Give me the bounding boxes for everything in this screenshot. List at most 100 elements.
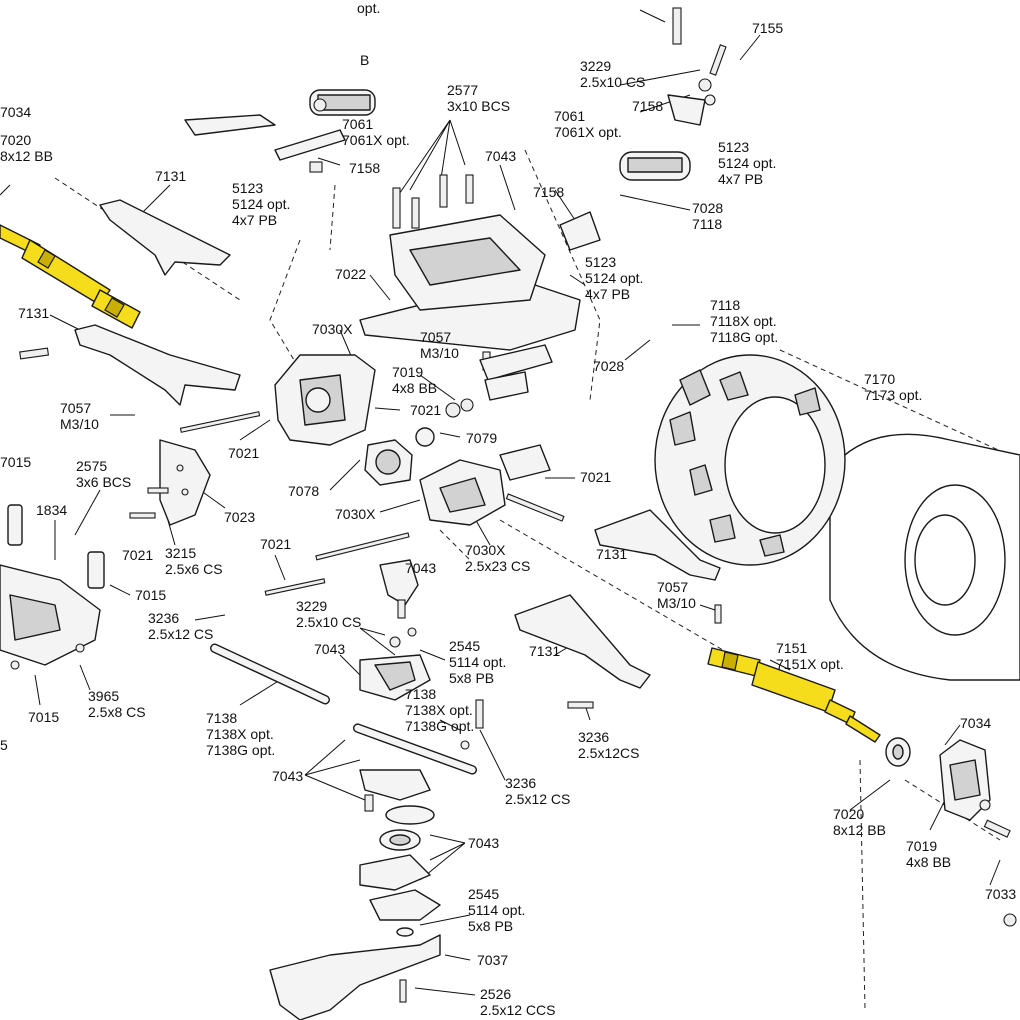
label-line: 7028 <box>692 200 724 216</box>
part-label-7021-a: 7021 <box>410 402 441 418</box>
label-line: 7173 opt. <box>864 387 923 403</box>
label-line: 3236 <box>505 775 537 791</box>
label-line: 7118G opt. <box>710 329 779 345</box>
part-label-7078: 7078 <box>288 483 319 499</box>
label-line: 2.5x12 CCS <box>480 1002 556 1018</box>
label-line: opt. <box>357 0 381 16</box>
label-line: 2545 <box>468 886 500 902</box>
part-label-top-opt: opt. <box>357 0 380 16</box>
label-line: 7028 <box>593 358 625 374</box>
label-line: M3/10 <box>420 345 459 361</box>
label-line: 7022 <box>335 266 367 282</box>
part-label-7021-d: 7021 <box>122 547 153 563</box>
label-line: 7030X <box>312 321 353 337</box>
label-line: 7034 <box>960 715 992 731</box>
label-line: 4x7 PB <box>718 171 764 187</box>
label-line: 5x8 PB <box>449 670 495 686</box>
label-line: 7118 <box>692 216 723 232</box>
part-label-edge-5: 5 <box>0 737 8 753</box>
label-line: 5124 opt. <box>232 196 291 212</box>
label-line: 7043 <box>272 768 304 784</box>
label-line: 7138G opt. <box>405 718 475 734</box>
label-line: 7079 <box>466 430 498 446</box>
part-label-7021-b: 7021 <box>228 445 259 461</box>
tire-7170 <box>654 354 1020 681</box>
label-line: 3965 <box>88 688 120 704</box>
label-line: 7078 <box>288 483 320 499</box>
label-line: 7131 <box>18 305 50 321</box>
label-line: 5123 <box>585 254 617 270</box>
label-line: 7021 <box>260 536 292 552</box>
label-line: 7138X opt. <box>206 726 274 742</box>
rear-hub-carrier <box>885 737 1017 927</box>
part-label-7015-a: 7015 <box>0 454 31 470</box>
label-line: 7057 <box>657 579 689 595</box>
label-line: 7158 <box>349 160 381 176</box>
label-line: 7061 <box>554 108 586 124</box>
label-line: 7138 <box>206 710 238 726</box>
part-label-7021-c: 7021 <box>580 469 611 485</box>
label-line: 7057 <box>60 400 92 416</box>
label-line: 7151 <box>776 640 808 656</box>
label-line: 7170 <box>864 371 896 387</box>
label-line: 2545 <box>449 638 481 654</box>
label-line: 3236 <box>148 610 180 626</box>
part-label-7043-c: 7043 <box>314 641 345 657</box>
label-line: 2.5x12 CS <box>505 791 571 807</box>
label-line: 7131 <box>596 546 628 562</box>
label-line: 7155 <box>752 20 784 36</box>
label-line: 7061 <box>342 116 374 132</box>
label-line: 7015 <box>28 709 60 725</box>
label-line: 7131 <box>155 168 187 184</box>
part-label-7043-e: 7043 <box>468 835 499 851</box>
part-label-7155: 7155 <box>752 20 783 36</box>
label-line: 7020 <box>833 806 865 822</box>
right-arms <box>514 509 722 709</box>
label-line: 7015 <box>135 587 167 603</box>
upper-suspension-parts <box>184 7 727 251</box>
part-label-7021-e: 7021 <box>260 536 291 552</box>
label-line: 7020 <box>0 132 32 148</box>
label-line: M3/10 <box>657 595 696 611</box>
label-line: 7021 <box>122 547 154 563</box>
label-line: 7023 <box>224 509 256 525</box>
label-line: 2.5x6 CS <box>165 561 223 577</box>
label-line: 7158 <box>533 184 565 200</box>
rear-left-driveshaft <box>0 224 141 329</box>
label-line: 7021 <box>410 402 442 418</box>
part-label-7022: 7022 <box>335 266 366 282</box>
label-line: 7030X <box>465 542 506 558</box>
label-line: 5114 opt. <box>449 654 507 670</box>
label-line: 7043 <box>314 641 346 657</box>
label-line: 7158 <box>632 98 664 114</box>
label-line: 7061X opt. <box>342 132 410 148</box>
label-line: 5 <box>0 737 8 753</box>
label-line: 7034 <box>0 104 32 120</box>
label-line: 7021 <box>580 469 612 485</box>
label-line: 3x10 BCS <box>447 98 511 114</box>
part-label-7131-c: 7131 <box>596 546 627 562</box>
part-label-7033: 7033 <box>985 886 1016 902</box>
label-line: 7043 <box>405 560 437 576</box>
part-label-1834: 1834 <box>36 502 67 518</box>
label-line: 5123 <box>718 139 750 155</box>
label-line: 3215 <box>165 545 197 561</box>
